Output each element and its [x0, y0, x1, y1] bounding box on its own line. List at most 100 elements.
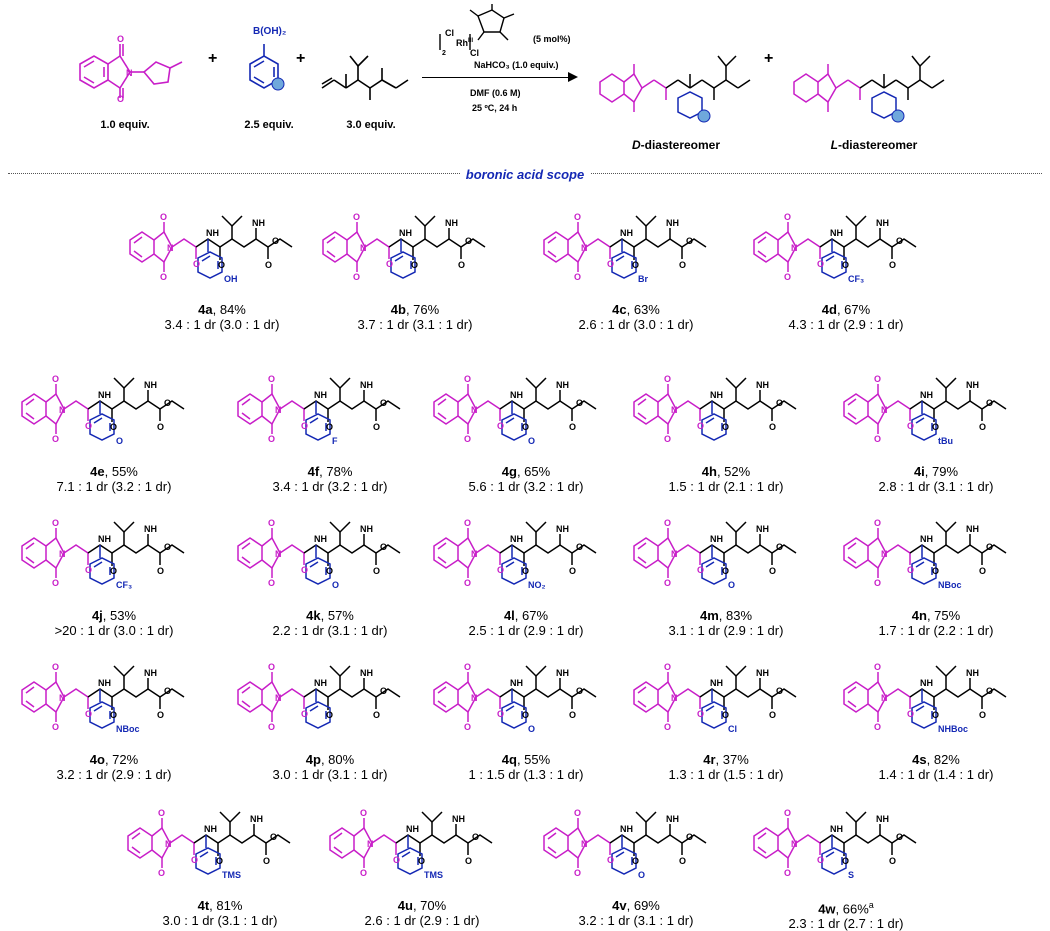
oxo-label: O	[464, 518, 471, 528]
oxo-label: O	[574, 868, 581, 878]
compound-id: 4c	[612, 302, 627, 317]
substituent-label: O	[528, 436, 535, 446]
amide-o-label: O	[697, 709, 704, 719]
imide-n-label: N	[671, 693, 678, 703]
catalyst-rh: RhIII	[456, 38, 473, 48]
oxo-label: O	[784, 808, 791, 818]
substituent-label: tBu	[938, 436, 953, 446]
catalyst-cl-top: Cl	[445, 28, 454, 38]
compound-dr: 1.3 : 1 dr (1.5 : 1 dr)	[668, 767, 784, 782]
oxo-label: O	[464, 434, 471, 444]
compound-caption: 4g, 65%5.6 : 1 dr (3.2 : 1 dr)	[436, 464, 616, 494]
compound-dr: 7.1 : 1 dr (3.2 : 1 dr)	[56, 479, 172, 494]
amide-o-label-2: O	[632, 260, 639, 270]
compound-dr: 2.2 : 1 dr (3.1 : 1 dr)	[272, 623, 388, 638]
amide-o-label: O	[817, 259, 824, 269]
oxo-label: O	[268, 722, 275, 732]
imide-n-label: N	[881, 549, 888, 559]
ester-o-label: O	[889, 856, 896, 866]
amide-o-label: O	[907, 421, 914, 431]
imide-n-label: N	[360, 243, 367, 253]
condition-base: NaHCO₃ (1.0 equiv.)	[474, 60, 559, 70]
compound-yield: , 84%	[212, 302, 246, 317]
rh-ox-label: III	[468, 38, 474, 44]
compound-caption: 4j, 53%>20 : 1 dr (3.0 : 1 dr)	[24, 608, 204, 638]
compound-caption: 4q, 55%1 : 1.5 dr (1.3 : 1 dr)	[436, 752, 616, 782]
oxo-label: O	[874, 578, 881, 588]
compound-dr: 2.3 : 1 dr (2.7 : 1 dr)	[788, 916, 904, 931]
amide-o-label: O	[697, 421, 704, 431]
substituent-label: O	[116, 436, 123, 446]
o-label: O	[117, 94, 124, 102]
compound-caption: 4o, 72%3.2 : 1 dr (2.9 : 1 dr)	[24, 752, 204, 782]
compound-dr: 2.6 : 1 dr (3.0 : 1 dr)	[578, 317, 694, 332]
nh-label-2: NH	[756, 668, 769, 678]
compound-caption: 4k, 57%2.2 : 1 dr (3.1 : 1 dr)	[240, 608, 420, 638]
amide-o-label-2: O	[932, 566, 939, 576]
substituent-label: NO₂	[528, 580, 546, 590]
compound-dr: 3.7 : 1 dr (3.1 : 1 dr)	[357, 317, 473, 332]
reaction-arrow-line	[422, 77, 572, 78]
amide-o-label: O	[85, 421, 92, 431]
amide-o-label: O	[386, 259, 393, 269]
ester-o-label-2: O	[164, 686, 171, 696]
ester-o-label-2: O	[776, 542, 783, 552]
nh-label: NH	[620, 228, 633, 238]
compound-dr: 3.4 : 1 dr (3.0 : 1 dr)	[164, 317, 280, 332]
imide-n-label: N	[59, 693, 66, 703]
ester-o-label-2: O	[380, 398, 387, 408]
oxo-label: O	[464, 662, 471, 672]
compound-dr: 3.2 : 1 dr (2.9 : 1 dr)	[56, 767, 172, 782]
compound-caption: 4h, 52%1.5 : 1 dr (2.1 : 1 dr)	[636, 464, 816, 494]
ester-o-label: O	[769, 422, 776, 432]
compound-yield: , 78%	[319, 464, 353, 479]
ester-o-label: O	[979, 710, 986, 720]
compound-caption: 4a, 84%3.4 : 1 dr (3.0 : 1 dr)	[132, 302, 312, 332]
reagent1-equiv: 1.0 equiv.	[100, 119, 150, 131]
ester-o-label: O	[263, 856, 270, 866]
nh-label-2: NH	[360, 380, 373, 390]
amide-o-label: O	[85, 565, 92, 575]
nh-label-2: NH	[360, 668, 373, 678]
nh-label: NH	[710, 390, 723, 400]
oxo-label: O	[353, 212, 360, 222]
amide-o-label-2: O	[218, 260, 225, 270]
oxo-label: O	[268, 578, 275, 588]
compound-id: 4b	[390, 302, 406, 317]
oxo-label: O	[160, 272, 167, 282]
product-l-structure	[793, 55, 945, 123]
compound-dr: 1.5 : 1 dr (2.1 : 1 dr)	[668, 479, 784, 494]
compound-caption: 4i, 79%2.8 : 1 dr (3.1 : 1 dr)	[846, 464, 1026, 494]
substituent-label: NHBoc	[938, 724, 968, 734]
compound-yield: , 37%	[715, 752, 749, 767]
compound-id: 4f	[307, 464, 320, 479]
compound-yield: , 81%	[209, 898, 243, 913]
oxo-label: O	[268, 374, 275, 384]
oxo-label: O	[874, 434, 881, 444]
compound-dr: 2.5 : 1 dr (2.9 : 1 dr)	[468, 623, 584, 638]
nh-label: NH	[399, 228, 412, 238]
compound-yield: , 80%	[320, 752, 355, 767]
amide-o-label: O	[301, 421, 308, 431]
amide-o-label-2: O	[110, 566, 117, 576]
compound-id: 4n	[911, 608, 927, 623]
ester-o-label-2: O	[576, 686, 583, 696]
nh-label-2: NH	[252, 218, 265, 228]
nh-label-2: NH	[966, 524, 979, 534]
substituent-label: TMS	[424, 870, 443, 880]
